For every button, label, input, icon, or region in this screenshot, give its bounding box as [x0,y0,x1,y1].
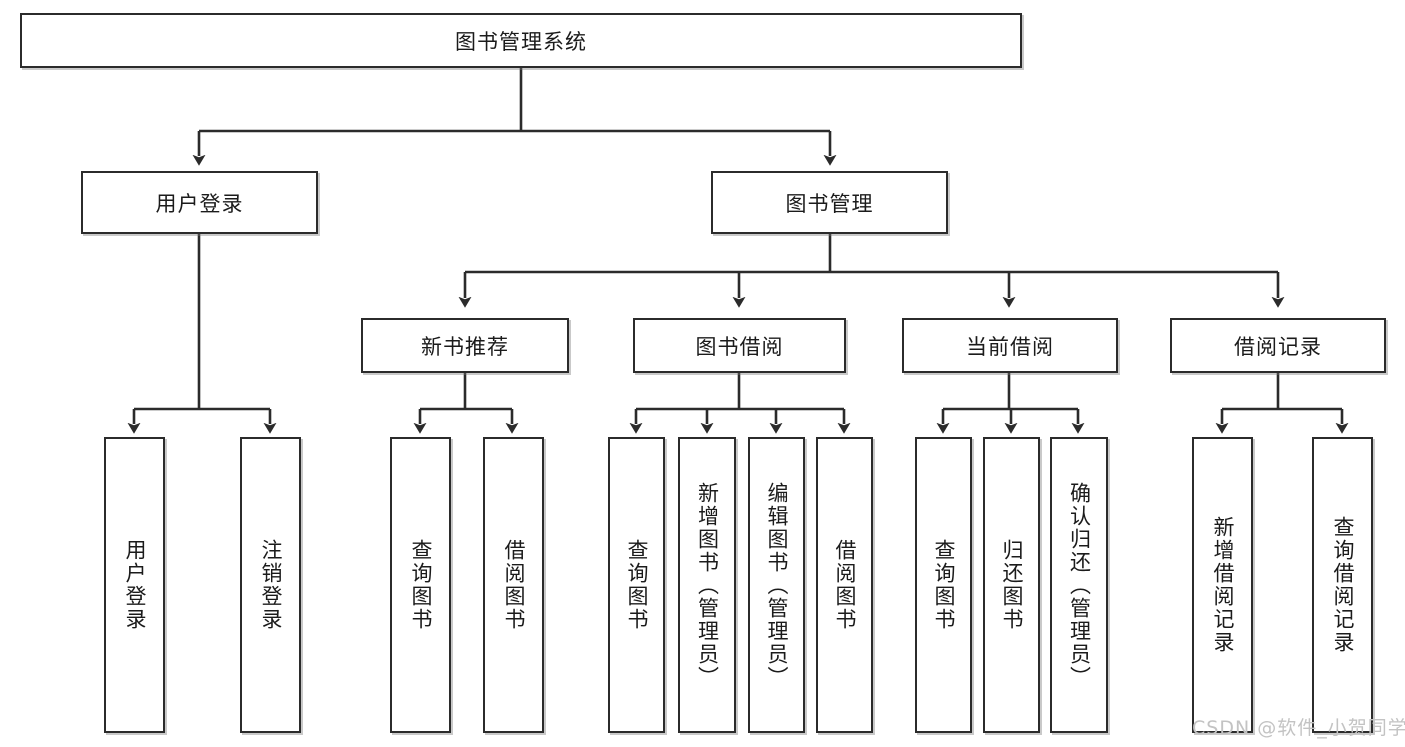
node-new-book-recommend[interactable]: 新书推荐 [361,318,569,373]
leaf-query-book-recommend[interactable]: 查询图书 [390,437,451,733]
leaf-query-borrow-record[interactable]: 查询借阅记录 [1312,437,1373,733]
leaf-add-book-admin[interactable]: 新增图书（管理员） [678,437,736,733]
node-book-borrow[interactable]: 图书借阅 [633,318,846,373]
node-book-management[interactable]: 图书管理 [711,171,948,234]
leaf-edit-book-admin[interactable]: 编辑图书（管理员） [748,437,805,733]
node-borrow-record[interactable]: 借阅记录 [1170,318,1386,373]
leaf-user-logout[interactable]: 注销登录 [240,437,301,733]
leaf-user-login[interactable]: 用户登录 [104,437,165,733]
node-current-borrow[interactable]: 当前借阅 [902,318,1118,373]
leaf-query-book-current[interactable]: 查询图书 [915,437,972,733]
leaf-confirm-return-admin[interactable]: 确认归还（管理员） [1050,437,1108,733]
csdn-watermark: CSDN @软件_小贺同学 [1192,717,1405,739]
leaf-return-book[interactable]: 归还图书 [983,437,1040,733]
leaf-borrow-book[interactable]: 借阅图书 [816,437,873,733]
node-root[interactable]: 图书管理系统 [20,13,1022,68]
leaf-borrow-book-recommend[interactable]: 借阅图书 [483,437,544,733]
leaf-add-borrow-record[interactable]: 新增借阅记录 [1192,437,1253,733]
node-user-login[interactable]: 用户登录 [81,171,318,234]
leaf-query-book-borrow[interactable]: 查询图书 [608,437,665,733]
